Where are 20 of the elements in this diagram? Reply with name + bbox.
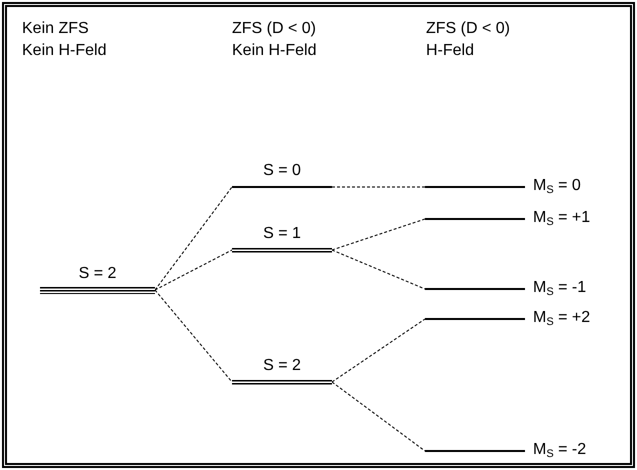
dashed-connector	[332, 186, 426, 188]
dashed-connector	[332, 250, 426, 290]
dashed-connector	[154, 250, 232, 290]
level-label: M$_{S}$ = +1	[533, 208, 590, 228]
level-label: M$_{S}$ = +2	[533, 308, 590, 328]
dashed-connector	[154, 290, 232, 382]
level-label: M$_{S}$ = 0	[533, 176, 581, 196]
level-label: S = 0	[262, 161, 302, 181]
level-label: S = 2	[78, 264, 118, 284]
dashed-connector	[332, 218, 426, 250]
column-heading: ZFS (D < 0) Kein H-Feld	[232, 19, 318, 61]
level-label: M$_{S}$ = -1	[533, 278, 586, 298]
dashed-connector	[154, 186, 232, 290]
level-label: S = 2	[262, 356, 302, 376]
dashed-connector	[332, 318, 426, 382]
level-label: M$_{S}$ = -2	[533, 440, 586, 460]
column-heading: ZFS (D < 0) H-Feld	[426, 19, 512, 61]
level-label: S = 1	[262, 224, 302, 244]
dashed-connector	[332, 382, 426, 452]
column-heading: Kein ZFS Kein H-Feld	[22, 19, 108, 61]
